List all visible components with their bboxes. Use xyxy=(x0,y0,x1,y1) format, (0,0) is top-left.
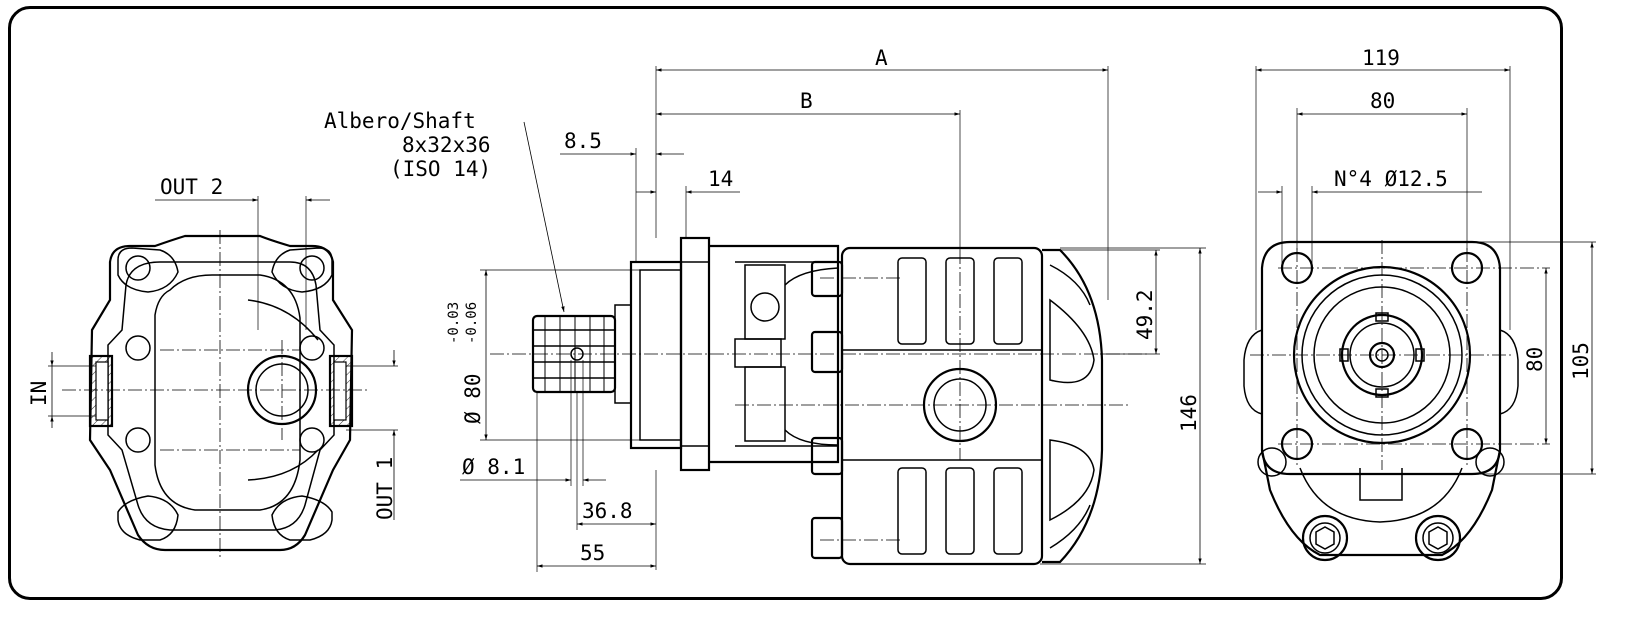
holes-callout-label: N°4 Ø12.5 xyxy=(1334,167,1448,191)
pilot-tol-upper: -0.03 xyxy=(446,302,462,344)
dim-80-side-label: 80 xyxy=(1523,347,1547,372)
dim-b-label: B xyxy=(800,89,813,113)
dim-36-8-label: 36.8 xyxy=(582,499,633,523)
out1-label: OUT 1 xyxy=(373,457,397,520)
drawing-frame xyxy=(8,6,1563,600)
dim-105-label: 105 xyxy=(1569,342,1593,380)
in-label: IN xyxy=(27,381,51,406)
dim-119-label: 119 xyxy=(1362,46,1400,70)
dim-a-label: A xyxy=(875,46,888,70)
shaft-label-line3: (ISO 14) xyxy=(390,157,491,181)
dim-8-1-label: Ø 8.1 xyxy=(462,455,525,479)
dim-80-top-label: 80 xyxy=(1370,89,1395,113)
out2-label: OUT 2 xyxy=(160,175,223,199)
dim-146-label: 146 xyxy=(1177,394,1201,432)
port-side-view xyxy=(48,196,398,560)
pilot-diameter-label: Ø 80 xyxy=(461,373,485,424)
shaft-label-line1: Albero/Shaft xyxy=(324,109,476,133)
pilot-tol-lower: -0.06 xyxy=(464,302,480,344)
dim-55-label: 55 xyxy=(580,541,605,565)
dim-8-5-label: 8.5 xyxy=(564,129,602,153)
side-elevation-view xyxy=(460,66,1206,572)
flange-front-view xyxy=(1243,66,1596,562)
shaft-label-line2: 8x32x36 xyxy=(402,133,491,157)
dim-49-2-label: 49.2 xyxy=(1133,289,1157,340)
dim-14-label: 14 xyxy=(708,167,733,191)
